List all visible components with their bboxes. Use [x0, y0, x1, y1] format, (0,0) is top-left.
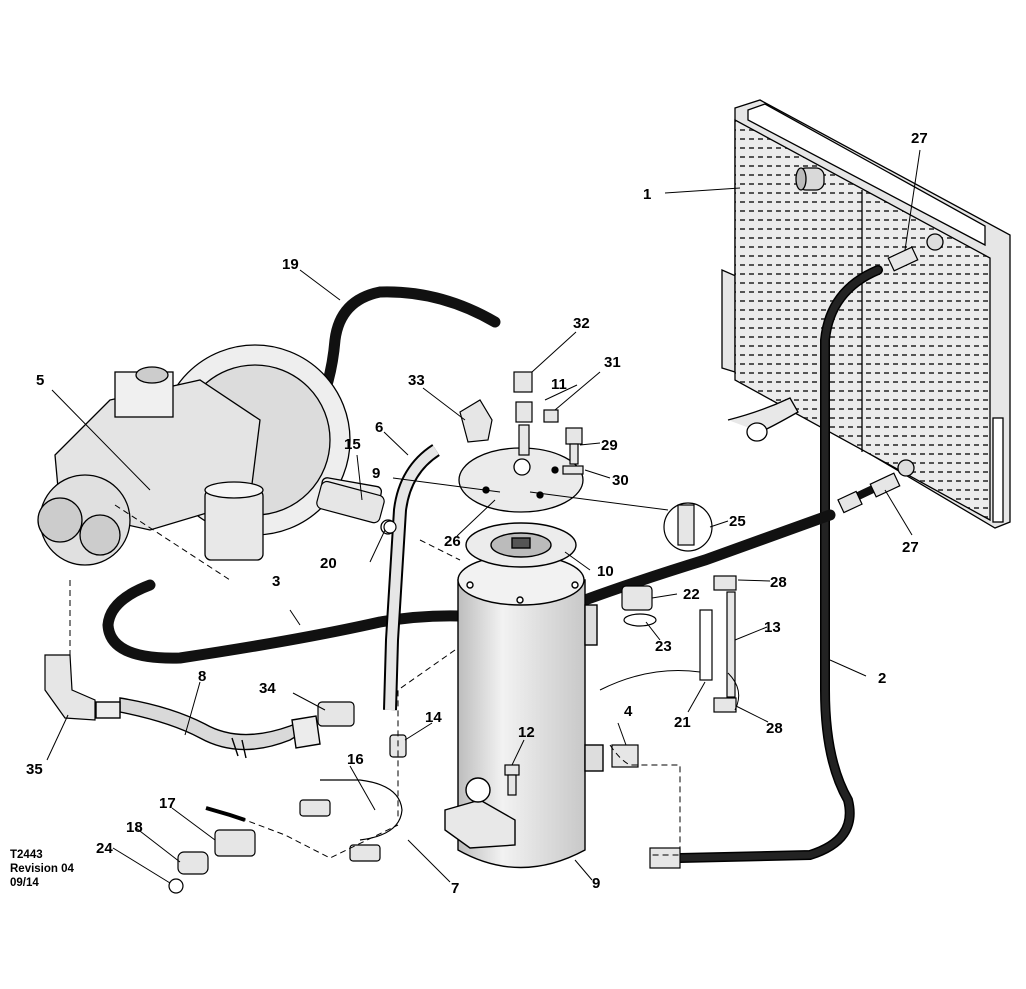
- compressor-airend: [37, 344, 396, 566]
- hose-3: [102, 509, 836, 664]
- callout-15: 15: [344, 436, 361, 453]
- callout-21: 21: [674, 714, 691, 731]
- callout-29: 29: [601, 437, 618, 454]
- callout-9a: 9: [372, 465, 380, 482]
- pipe-6: [383, 444, 441, 711]
- receiver-tank: [444, 522, 604, 869]
- callout-33: 33: [408, 372, 425, 389]
- callout-35: 35: [26, 761, 43, 778]
- callout-28b: 28: [766, 720, 783, 737]
- callout-11: 11: [551, 376, 567, 393]
- callout-12: 12: [518, 724, 535, 741]
- hose-8: [95, 697, 321, 759]
- callout-4: 4: [624, 703, 633, 720]
- callout-25: 25: [729, 513, 746, 530]
- callout-labels: 1 2 3 4 5 6 7 8 9 9 10 11 12 13 14 15 16…: [26, 130, 928, 897]
- drawing-id: T2443: [10, 849, 43, 861]
- callout-9b: 9: [592, 875, 600, 892]
- callout-2: 2: [878, 670, 886, 687]
- callout-16: 16: [347, 751, 364, 768]
- cover-plate: [458, 447, 584, 513]
- callout-23: 23: [655, 638, 672, 655]
- callout-26: 26: [444, 533, 461, 550]
- callout-14: 14: [425, 709, 442, 726]
- leader-lines: [46, 149, 921, 884]
- callout-31: 31: [604, 354, 621, 371]
- callout-32: 32: [573, 315, 590, 332]
- callout-22: 22: [683, 586, 700, 603]
- callout-27a: 27: [911, 130, 928, 147]
- callout-3: 3: [272, 573, 280, 590]
- callout-10: 10: [597, 563, 614, 580]
- fittings: [44, 246, 919, 894]
- callout-5: 5: [36, 372, 44, 389]
- callout-27b: 27: [902, 539, 919, 556]
- oil-cooler: [721, 99, 1011, 529]
- callout-28a: 28: [770, 574, 787, 591]
- callout-17: 17: [159, 795, 176, 812]
- drawing-date: 09/14: [10, 877, 39, 889]
- hose-2: [675, 265, 883, 863]
- callout-34: 34: [259, 680, 276, 697]
- callout-8: 8: [198, 668, 206, 685]
- callout-6: 6: [375, 419, 383, 436]
- callout-18: 18: [126, 819, 143, 836]
- callout-24: 24: [96, 840, 113, 857]
- callout-19: 19: [282, 256, 299, 273]
- callout-30: 30: [612, 472, 629, 489]
- callout-7: 7: [451, 880, 459, 897]
- callout-13: 13: [764, 619, 781, 636]
- drawing-revision: Revision 04: [10, 863, 74, 875]
- callout-20: 20: [320, 555, 337, 572]
- callout-1: 1: [643, 186, 651, 203]
